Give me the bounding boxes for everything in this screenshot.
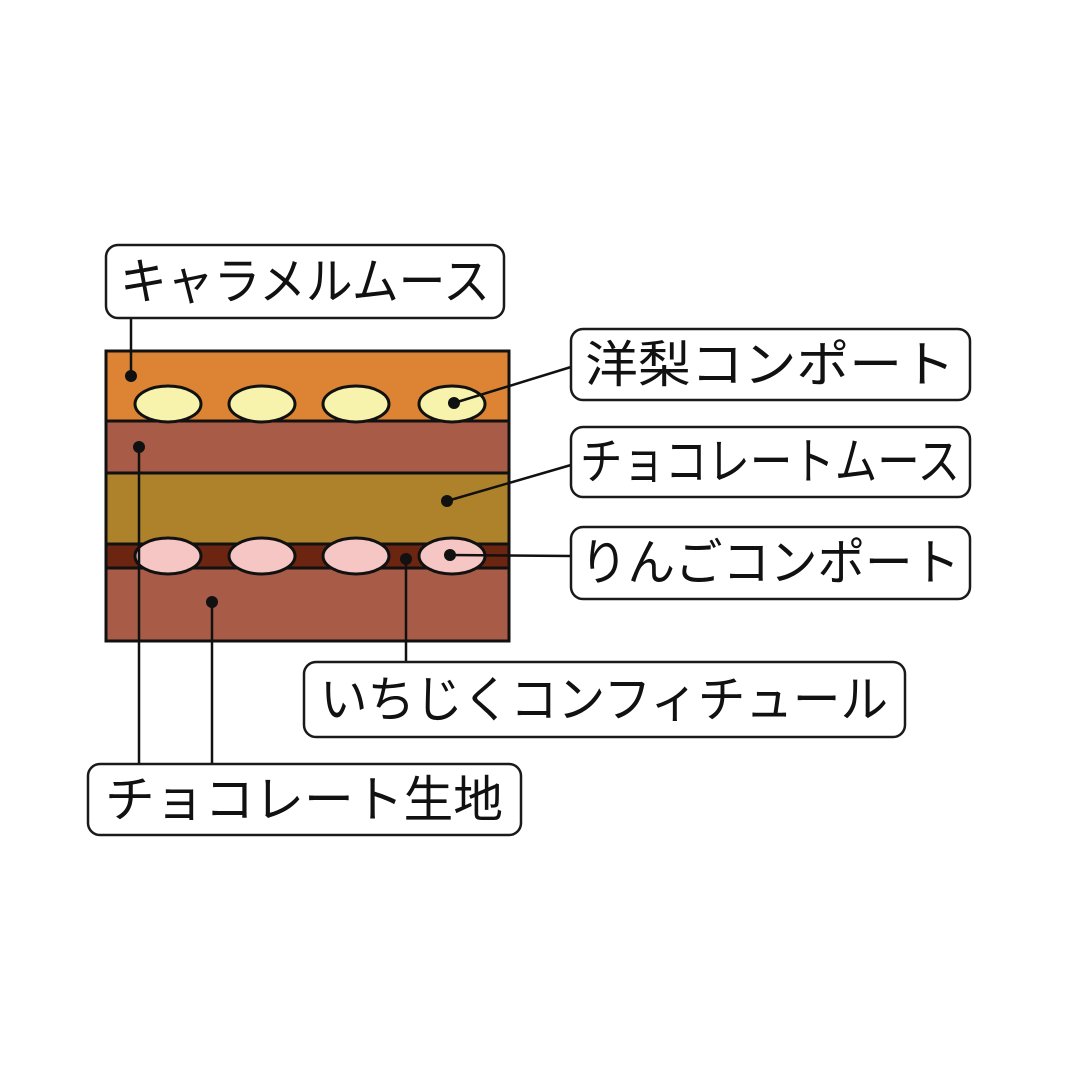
pear-compote-piece (133, 384, 203, 424)
apple-compote-pieces (133, 536, 487, 576)
label-chocolate-sponge: チョコレート生地 (86, 762, 523, 837)
chocolate-sponge-upper-dot (133, 441, 145, 453)
apple-compote-piece (133, 536, 203, 576)
label-box (302, 660, 907, 739)
label-apple-compote: りんごコンポート (569, 525, 972, 601)
chocolate-sponge-label: チョコレート生地 (105, 771, 503, 829)
chocolate-sponge-lower-layer (106, 568, 509, 641)
pear-compote-piece (321, 384, 391, 424)
fig-confiture-dot (400, 553, 412, 565)
label-box (104, 243, 506, 320)
label-box (86, 762, 523, 837)
pear-compote-dot (448, 397, 460, 409)
label-pear-compote: 洋梨コンポート (569, 327, 972, 402)
label-chocolate-mousse: チョコレートムース (569, 425, 972, 499)
chocolate-mousse-label: チョコレートムース (580, 433, 960, 491)
apple-compote-dot (444, 549, 456, 561)
label-box (569, 425, 972, 499)
fig-confiture-label: いちじくコンフィチュール (320, 671, 888, 729)
apple-compote-label: りんごコンポート (580, 534, 960, 592)
leader-lines (129, 318, 572, 764)
cake-outline (104, 349, 511, 643)
apple-compote-piece (321, 536, 391, 576)
chocolate-mousse-layer (106, 473, 509, 544)
caramel-mousse-dot (125, 370, 137, 382)
label-box (569, 525, 972, 601)
pear-compote-leader (453, 365, 572, 405)
chocolate-mousse-dot (441, 495, 453, 507)
leader-dots (125, 370, 460, 608)
chocolate-mousse-leader (446, 463, 572, 503)
pear-compote-piece (227, 384, 297, 424)
pear-compote-label: 洋梨コンポート (585, 336, 955, 394)
label-fig-confiture: いちじくコンフィチュール (302, 660, 907, 739)
chocolate-sponge-upper-layer (106, 421, 509, 473)
chocolate-sponge-lower-dot (206, 596, 218, 608)
caramel-mousse-label: キャラメルムース (120, 253, 490, 311)
apple-compote-leader (449, 553, 572, 558)
label-caramel-mousse: キャラメルムース (104, 243, 506, 320)
apple-compote-piece (227, 536, 297, 576)
label-box (569, 327, 972, 402)
